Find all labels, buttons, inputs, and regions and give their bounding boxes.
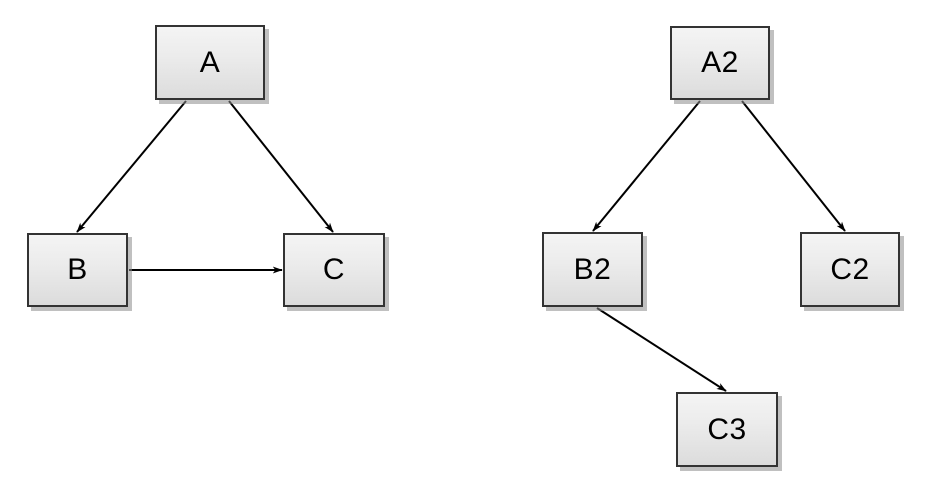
node-b2[interactable]: B2 [542, 232, 643, 307]
node-label-b: B [67, 253, 88, 286]
node-a[interactable]: A [155, 25, 265, 100]
node-a2[interactable]: A2 [670, 26, 770, 100]
node-c[interactable]: C [283, 233, 385, 307]
edge-a2-to-c2[interactable] [741, 100, 846, 232]
node-label-c3: C3 [707, 412, 747, 446]
edge-b2-to-c3[interactable] [596, 307, 727, 392]
node-label-c: C [322, 253, 346, 286]
node-label-a: A [199, 45, 221, 79]
node-label-a2: A2 [701, 46, 739, 79]
edge-a-to-c[interactable] [228, 100, 334, 233]
edge-a-to-b[interactable] [76, 100, 187, 233]
edges-group [76, 100, 846, 392]
node-c2[interactable]: C2 [800, 232, 900, 307]
node-b[interactable]: B [27, 233, 128, 307]
node-label-b2: B2 [573, 252, 612, 286]
edge-a2-to-b2[interactable] [592, 100, 701, 232]
node-label-c2: C2 [830, 252, 870, 286]
node-c3[interactable]: C3 [676, 392, 778, 467]
